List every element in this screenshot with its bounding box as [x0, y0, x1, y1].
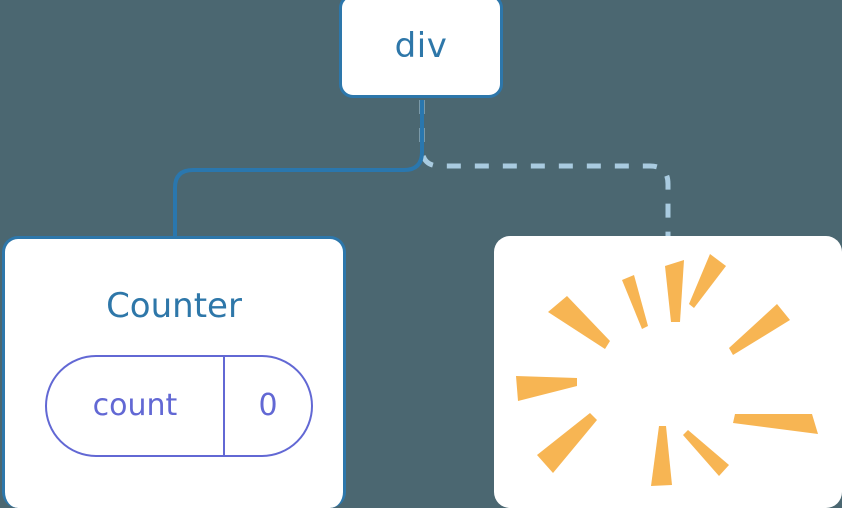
sparkle-ray — [516, 376, 577, 401]
edge-solid-div-to-counter — [173, 100, 424, 240]
node-counter-title: Counter — [106, 286, 242, 326]
state-value: 0 — [223, 357, 311, 455]
sparkle-ray — [733, 414, 818, 434]
sparkle-ray — [622, 275, 648, 329]
node-div-label: div — [394, 26, 448, 66]
sparkle-ray — [651, 426, 672, 486]
state-key: count — [92, 388, 178, 423]
node-sparkle[interactable] — [494, 236, 842, 508]
sparkle-ray — [729, 304, 790, 355]
sparkle-ray — [665, 260, 684, 322]
state-pill-count[interactable]: count 0 — [45, 355, 313, 457]
sparkle-ray — [548, 296, 610, 349]
sparkle-ray — [689, 254, 726, 308]
edge-dashed-div-to-sparkle — [419, 100, 671, 240]
node-counter[interactable]: Counter count 0 — [2, 236, 346, 508]
sparkle-ray — [683, 430, 729, 476]
sparkle-burst-icon — [516, 254, 818, 486]
sparkle-ray — [537, 413, 597, 473]
node-div[interactable]: div — [339, 0, 503, 98]
